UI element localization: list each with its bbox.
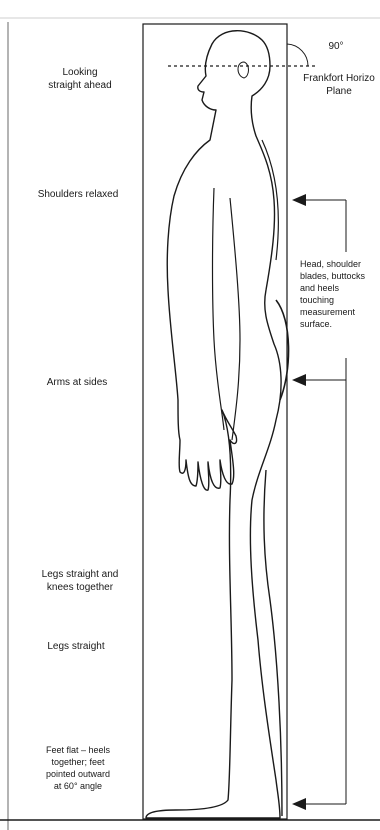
right-angle-arc	[287, 44, 308, 66]
label-legs-straight-knees-together: Legs straight and knees together	[20, 568, 140, 594]
label-legs-straight: Legs straight	[26, 640, 126, 653]
label-touching-surface: Head, shoulder blades, buttocks and heel…	[300, 258, 378, 330]
label-frankfort-plane: Frankfort Horizo Plane	[298, 72, 380, 98]
arrow-heels-icon	[292, 798, 306, 810]
label-shoulders-relaxed: Shoulders relaxed	[18, 188, 138, 201]
label-looking-straight-ahead: Looking straight ahead	[30, 66, 130, 92]
ear-outline	[238, 62, 249, 78]
label-feet-flat: Feet flat – heels together; feet pointed…	[26, 744, 130, 792]
arrow-shoulders-icon	[292, 194, 306, 206]
label-arms-at-sides: Arms at sides	[22, 376, 132, 389]
human-figure-outline	[146, 31, 281, 818]
arm-outline	[213, 188, 225, 430]
arrow-buttocks-icon	[292, 374, 306, 386]
arm-back-outline	[230, 198, 240, 440]
measurement-board	[143, 24, 287, 819]
label-angle-90: 90°	[316, 40, 356, 53]
